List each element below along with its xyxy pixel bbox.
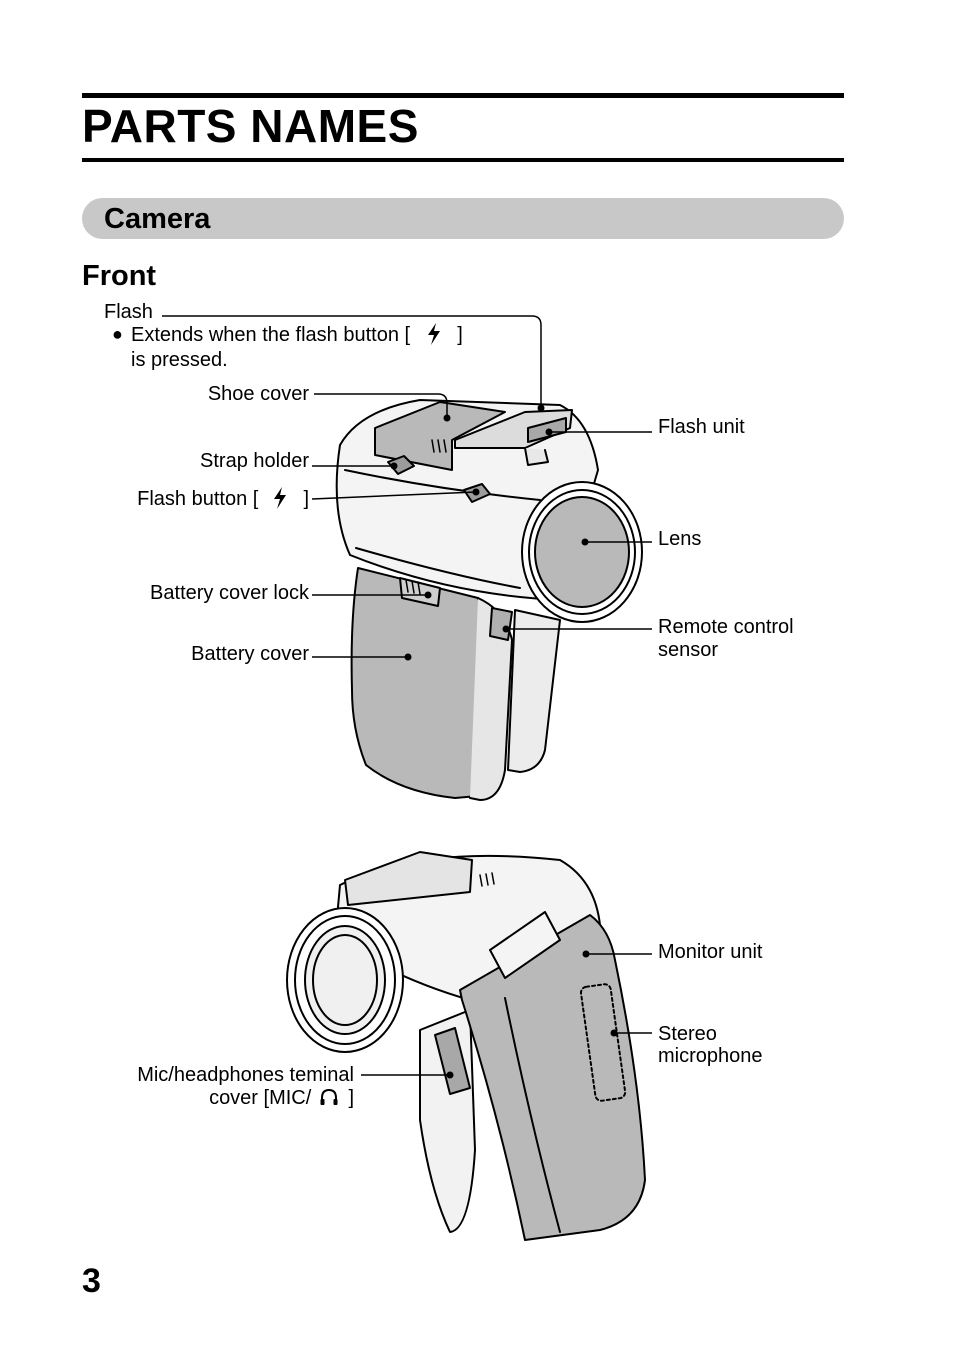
flash-note-text: Extends when the flash button [	[131, 324, 411, 346]
section-title: Camera	[104, 203, 211, 235]
mic-text: cover [MIC/	[209, 1087, 312, 1109]
label-lens: Lens	[658, 528, 702, 550]
label-monitor-unit: Monitor unit	[658, 941, 763, 963]
label-shoe-cover: Shoe cover	[207, 383, 309, 405]
label-mic-line2: cover [MIC/ ]	[209, 1087, 354, 1110]
subsection-title: Front	[82, 260, 157, 292]
label-flash-note-line2: is pressed.	[131, 349, 228, 371]
flash-note-close: ]	[457, 324, 463, 346]
label-flash: Flash	[104, 301, 153, 323]
stereo-microphone-shape	[579, 983, 627, 1102]
monitor-unit-shape	[459, 914, 646, 1241]
label-stereo-line1: Stereo	[658, 1023, 717, 1045]
label-remote-line2: sensor	[658, 639, 719, 661]
section-bar	[82, 198, 844, 239]
label-remote-line1: Remote control	[658, 616, 794, 638]
label-flash-button: Flash button [ ]	[137, 487, 309, 511]
label-flash-unit: Flash unit	[658, 416, 745, 438]
page-number: 3	[82, 1262, 101, 1300]
label-battery-cover-lock: Battery cover lock	[150, 582, 309, 604]
title-bottom-rule	[82, 158, 844, 162]
bullet-icon: ●	[112, 324, 123, 344]
shoe-cover-shape	[374, 401, 506, 471]
label-flash-note-line1: Extends when the flash button [ ]	[131, 323, 463, 347]
headphones-icon	[320, 1088, 338, 1105]
lens-shape	[534, 496, 630, 608]
page-title: PARTS NAMES	[82, 100, 419, 152]
label-strap-holder: Strap holder	[200, 450, 309, 472]
title-top-rule	[82, 93, 844, 98]
flash-icon	[427, 323, 440, 345]
label-battery-cover: Battery cover	[191, 643, 309, 665]
flash-icon	[273, 487, 286, 509]
flash-button-close: ]	[303, 488, 309, 510]
mic-close: ]	[348, 1087, 354, 1109]
flash-button-text: Flash button [	[137, 488, 259, 510]
label-stereo-line2: microphone	[658, 1045, 763, 1067]
label-mic-line1: Mic/headphones teminal	[137, 1064, 354, 1086]
